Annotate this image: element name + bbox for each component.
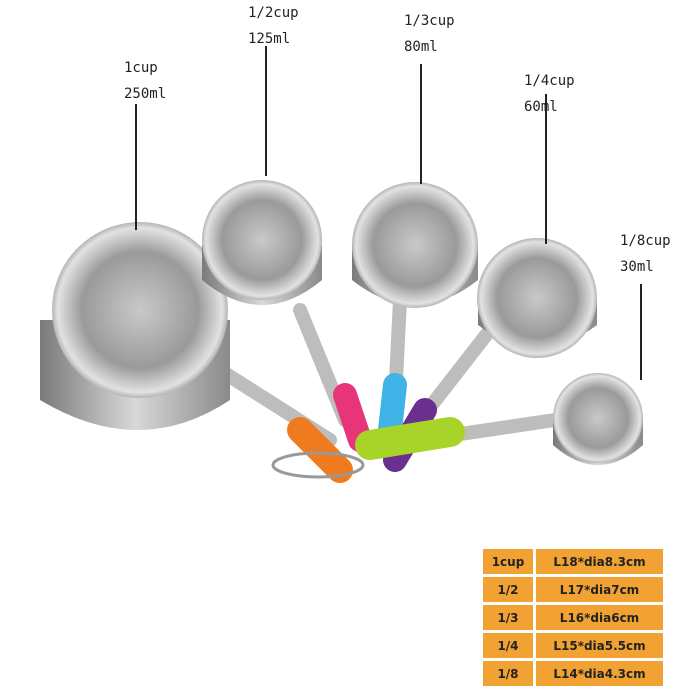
leader-line-1-2cup	[265, 46, 267, 176]
leader-line-1-8cup	[640, 284, 642, 380]
size-cell: 1/8	[483, 661, 533, 686]
leader-line-1cup	[135, 104, 137, 230]
cup-1-2	[202, 180, 322, 305]
dims-cell: L14*dia4.3cm	[536, 661, 663, 686]
cup-1-4	[477, 238, 597, 358]
leader-line-1-4cup	[545, 94, 547, 244]
size-cell: 1cup	[483, 549, 533, 574]
dims-cell: L16*dia6cm	[536, 605, 663, 630]
dims-cell: L18*dia8.3cm	[536, 549, 663, 574]
leader-line-1-3cup	[420, 64, 422, 184]
dims-cell: L15*dia5.5cm	[536, 633, 663, 658]
size-cell: 1/2	[483, 577, 533, 602]
cup-1	[40, 222, 230, 430]
cup-1-8	[553, 373, 643, 465]
size-cell: 1/3	[483, 605, 533, 630]
dims-cell: L17*dia7cm	[536, 577, 663, 602]
handles	[213, 293, 562, 483]
size-cell: 1/4	[483, 633, 533, 658]
cup-1-3	[352, 182, 478, 308]
